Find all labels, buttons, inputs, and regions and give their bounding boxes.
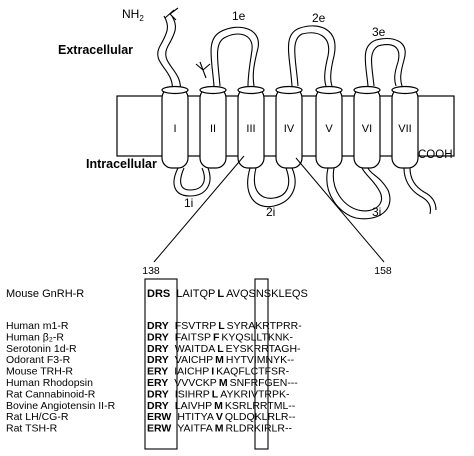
- sequence-name: Bovine Angiotensin II-R: [6, 400, 116, 412]
- extracellular-label: Extracellular: [58, 43, 133, 57]
- position-end: 158: [374, 265, 392, 277]
- conserved-position-box: [254, 278, 269, 450]
- loop-label-1e: 1e: [232, 9, 246, 23]
- zoom-line-right: [295, 157, 385, 263]
- cooh-label: COOH: [418, 149, 453, 161]
- loop-label-2i: 2i: [266, 205, 275, 219]
- helix-label: III: [246, 123, 255, 135]
- loop-3i: [326, 167, 391, 220]
- loop-3i-inner: [332, 167, 382, 212]
- sequence-name: Mouse TRH-R: [6, 366, 73, 378]
- sequence-name: Human m1-R: [6, 320, 69, 332]
- c-terminal-tail: [403, 167, 432, 215]
- conserved-dry-box: [144, 278, 178, 450]
- sequence-name: Human β₂-R: [6, 331, 64, 343]
- loop-2e: [288, 25, 336, 87]
- helix-group: I II III IV V VI VII: [161, 85, 419, 169]
- helix-label: II: [210, 123, 216, 135]
- intracellular-label: Intracellular: [86, 157, 157, 171]
- n-terminal-tail: [157, 15, 173, 93]
- loop-label-2e: 2e: [312, 11, 326, 25]
- loop-label-1i: 1i: [184, 196, 193, 210]
- helix-label: VII: [398, 123, 411, 135]
- loop-1i-inner: [180, 167, 205, 191]
- loop-1e-inner: [216, 33, 253, 87]
- loop-label-3i: 3i: [372, 205, 381, 219]
- loop-3e: [364, 38, 406, 87]
- loop-3e-inner: [370, 44, 400, 87]
- n-terminal-glycan: [164, 7, 179, 21]
- helix-iv: IV: [275, 85, 303, 169]
- helix-i: I: [161, 85, 189, 169]
- helix-vii: VII: [391, 85, 419, 169]
- sequence-name: Rat LH/CG-R: [6, 411, 69, 423]
- helix-label: I: [173, 123, 176, 135]
- loop-lines: [157, 7, 437, 220]
- sequence-name: Rat TSH-R: [6, 423, 58, 435]
- loop-1e: [210, 26, 259, 87]
- c-terminal-tail-outer: [409, 167, 437, 211]
- loop-2i-inner: [254, 167, 290, 199]
- helix-v: V: [315, 85, 343, 169]
- sequence-name: Mouse GnRH-R: [6, 288, 84, 300]
- sequence-name: Rat Cannabinoid-R: [6, 388, 96, 400]
- helix-iii: III: [237, 85, 265, 169]
- helix-ii: II: [199, 85, 227, 169]
- n-terminal-tail-outer: [165, 15, 181, 93]
- helix-label: IV: [284, 123, 295, 135]
- helix-label: VI: [362, 123, 372, 135]
- nh2-label: NH2: [122, 7, 144, 23]
- loop-2i: [247, 167, 296, 208]
- zoom-line-left: [153, 155, 245, 263]
- sequence-name: Serotonin 1d-R: [6, 343, 77, 355]
- loop-1e-glycan: [195, 61, 211, 79]
- position-start: 138: [142, 265, 160, 277]
- loop-2e-inner: [294, 32, 330, 87]
- sequence-name: Odorant F3-R: [6, 354, 71, 366]
- loop-label-3e: 3e: [372, 25, 386, 39]
- helix-label: V: [325, 123, 333, 135]
- loop-1i: [173, 167, 211, 197]
- helix-vi: VI: [353, 85, 381, 169]
- sequence-name: Human Rhodopsin: [6, 377, 93, 389]
